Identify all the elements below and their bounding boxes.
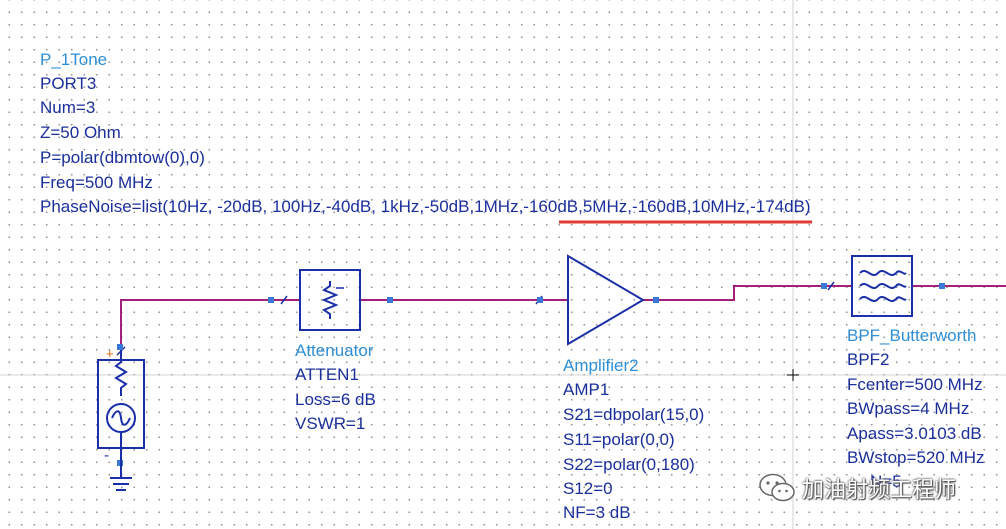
port-impedance: Z=50 Ohm (40, 123, 121, 142)
filter-id: BPF2 (847, 350, 890, 369)
wechat-icon (759, 473, 795, 502)
attenuator-vswr: VSWR=1 (295, 414, 366, 433)
port-power: P=polar(dbmtow(0),0) (40, 148, 205, 167)
port-num: Num=3 (40, 98, 96, 117)
wires (120, 285, 1006, 348)
port-frequency: Freq=500 MHz (40, 173, 153, 192)
amplifier-s12: S12=0 (563, 479, 613, 498)
attenuator-loss: Loss=6 dB (295, 390, 376, 409)
filter-bwpass: BWpass=4 MHz (847, 399, 970, 418)
watermark-text: 加油射频工程师 (802, 477, 957, 502)
pins (117, 283, 945, 466)
port-source-symbol[interactable] (97, 350, 145, 491)
amplifier-id: AMP1 (563, 380, 610, 399)
watermark: 加油射频工程师 (758, 470, 956, 506)
port-instance-name: P_1Tone (40, 50, 108, 69)
port-phase-noise: PhaseNoise=list(10Hz, -20dB, 100Hz,-40dB… (40, 197, 811, 216)
source-minus-mark: - (104, 447, 109, 464)
attenuator-symbol[interactable] (299, 269, 361, 331)
filter-apass: Apass=3.0103 dB (847, 424, 982, 443)
bpf-filter-symbol[interactable] (851, 255, 913, 317)
wire-amp-filter (643, 285, 852, 301)
cursor-cross (787, 369, 799, 381)
filter-bwstop: BWstop=520 MHz (847, 448, 985, 467)
amplifier-s11: S11=polar(0,0) (563, 430, 675, 449)
amplifier-s21: S21=dbpolar(15,0) (563, 405, 705, 424)
port-id: PORT3 (40, 74, 97, 93)
amplifier-nf: NF=3 dB (563, 503, 631, 522)
filter-fcenter: Fcenter=500 MHz (847, 375, 983, 394)
attenuator-id: ATTEN1 (295, 365, 359, 384)
amplifier-symbol[interactable] (567, 254, 645, 346)
amplifier-instance-name: Amplifier2 (563, 356, 639, 375)
wire-source-atten (120, 299, 300, 348)
source-plus-mark: + (106, 346, 114, 361)
filter-order: N=5 (870, 472, 902, 491)
amplifier-s22: S22=polar(0,180) (563, 455, 695, 474)
attenuator-instance-name: Attenuator (295, 341, 374, 360)
filter-instance-name: BPF_Butterworth (847, 326, 977, 345)
pin-ticks (116, 281, 835, 356)
